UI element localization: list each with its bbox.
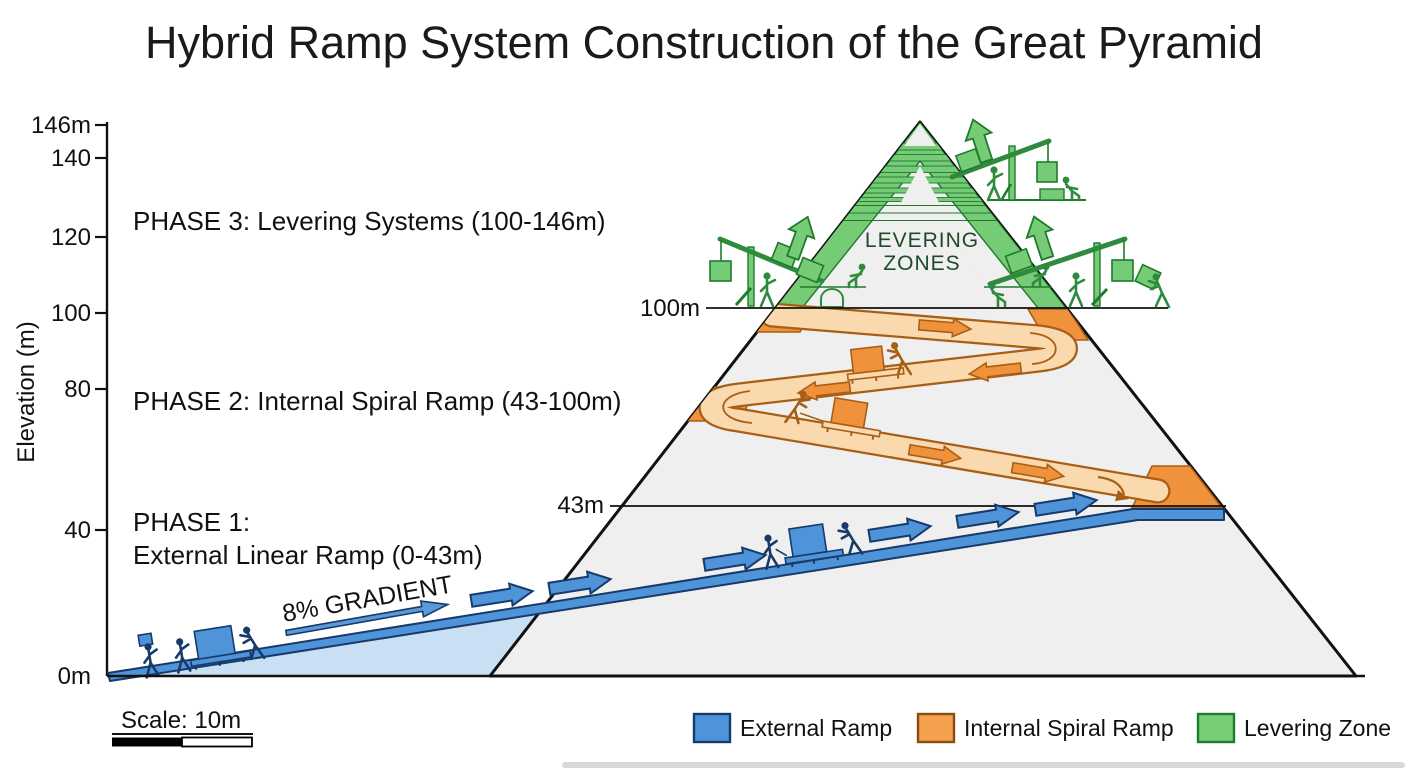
phase3-label: PHASE 3: Levering Systems (100-146m) <box>133 206 606 236</box>
phase1-label-line1: PHASE 1: <box>133 507 250 537</box>
counterweight-block <box>709 260 732 282</box>
legend-item-internal-ramp: Internal Spiral Ramp <box>916 712 1174 744</box>
legend-item-external-ramp: External Ramp <box>692 712 892 744</box>
hauling-team-ramp <box>760 518 864 571</box>
lever-beam <box>987 236 1128 287</box>
tick-120: 120 <box>51 224 91 251</box>
phase2-label: PHASE 2: Internal Spiral Ramp (43-100m) <box>133 386 621 416</box>
lever-crew-right <box>987 211 1171 309</box>
sledge-team-middle <box>846 339 913 384</box>
legend-item-levering-zone: Levering Zone <box>1196 712 1391 744</box>
tick-100: 100 <box>51 300 91 327</box>
legend-label-external: External Ramp <box>740 715 892 741</box>
legend-swatch-internal <box>916 712 956 744</box>
levering-zones-text-line2: ZONES <box>883 252 960 275</box>
legend: External Ramp Internal Spiral Ramp Lever… <box>692 712 1391 744</box>
y-axis-title: Elevation (m) <box>13 321 40 462</box>
worker-icon <box>1068 271 1086 308</box>
scale-label: Scale: 10m <box>121 707 241 734</box>
lever-crew-upper <box>949 114 1086 202</box>
legend-swatch-levering <box>1196 712 1236 744</box>
elevation-axis: 146m 140 120 100 80 40 0m Elevation (m) <box>13 112 109 690</box>
sledge-team-bottom <box>784 387 882 440</box>
worker-icon <box>759 271 777 308</box>
curve-arrow-icon <box>1115 490 1129 501</box>
counterweight-block <box>1111 259 1134 282</box>
scale-bar: Scale: 10m <box>112 707 253 748</box>
counterweight-block <box>1036 161 1058 183</box>
worker-icon <box>986 165 1004 202</box>
tick-146m: 146m <box>31 112 91 139</box>
legend-label-internal: Internal Spiral Ramp <box>964 715 1174 741</box>
internal-spiral-ramp <box>683 302 1224 509</box>
lever-crew-left <box>709 211 825 308</box>
marker-43m: 43m <box>557 492 604 519</box>
legend-swatch-external <box>692 712 732 744</box>
bottom-edge-strip <box>562 762 1405 768</box>
page-title: Hybrid Ramp System Construction of the G… <box>145 17 1263 68</box>
lever-beam <box>949 138 1052 180</box>
tick-140: 140 <box>51 145 91 172</box>
worker-icon <box>1061 175 1081 202</box>
tick-0m: 0m <box>58 663 91 690</box>
tick-40: 40 <box>64 517 91 544</box>
phase1-label-line2: External Linear Ramp (0-43m) <box>133 540 483 570</box>
levering-zones-text-line1: LEVERING <box>865 229 979 252</box>
hauling-team-base <box>137 623 266 679</box>
tick-80: 80 <box>64 376 91 403</box>
arch-icon <box>820 288 844 308</box>
legend-label-levering: Levering Zone <box>1244 715 1391 741</box>
marker-100m: 100m <box>640 295 700 322</box>
